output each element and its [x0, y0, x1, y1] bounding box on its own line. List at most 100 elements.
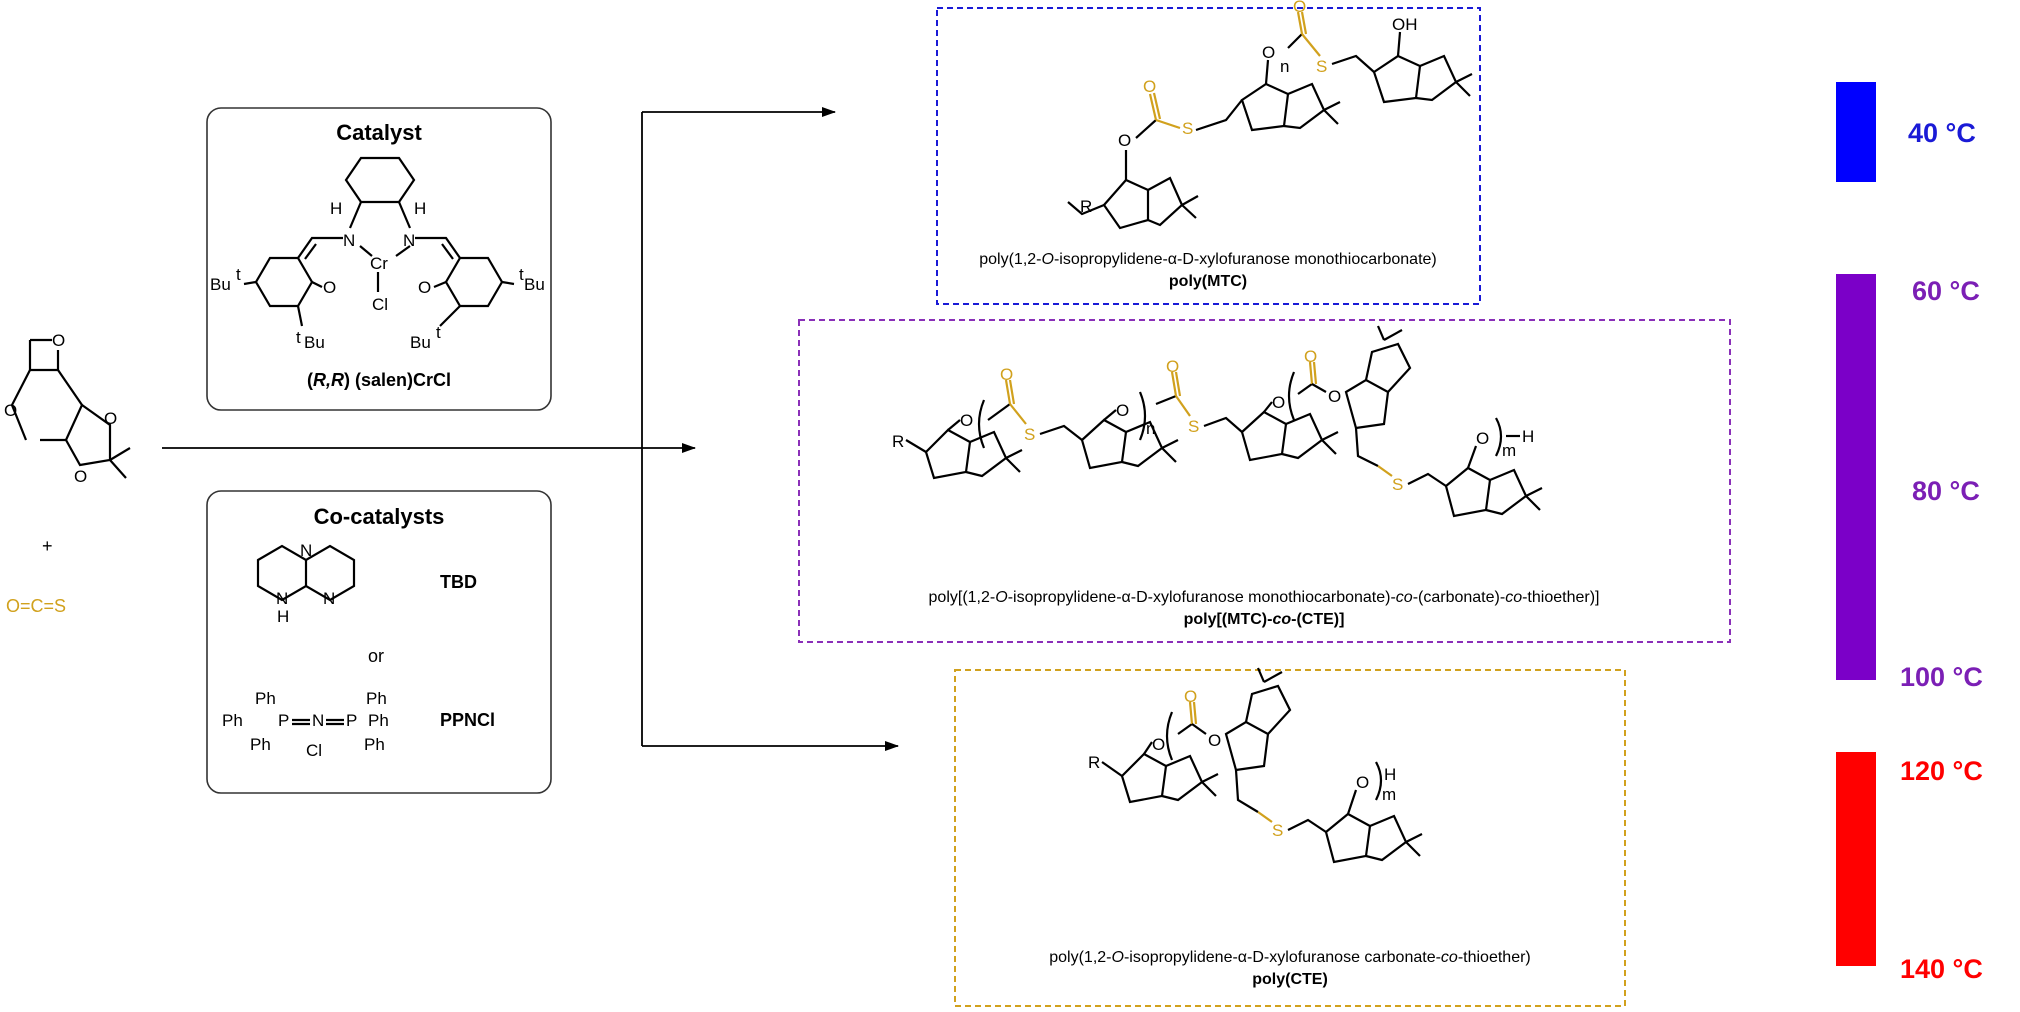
mtc-o2: O	[1262, 43, 1275, 62]
mtc-n: n	[1280, 57, 1289, 76]
temp-bar-120-140	[1836, 752, 1876, 966]
co-h: H	[1522, 427, 1534, 446]
co-n: n	[1146, 419, 1155, 438]
temp-bar-40	[1836, 82, 1876, 182]
ppn-ph-2: Ph	[222, 711, 243, 730]
co-o1: O	[960, 411, 973, 430]
co-co-o2: O	[1166, 357, 1179, 376]
mtc-co-cte-structure: R O O S O n O S O O	[892, 325, 1543, 518]
ppn-cl: Cl	[306, 741, 322, 760]
mtc-caption: poly(1,2-O-isopropylidene-α-D-xylofurano…	[979, 251, 1436, 268]
cte-caption: poly(1,2-O-isopropylidene-α-D-xylofurano…	[1049, 949, 1531, 966]
mtc-structure: R O O S O n O S OH	[1067, 0, 1473, 230]
cte-structure: R O O O S O m H	[1088, 667, 1423, 864]
ppn-ph-4: Ph	[366, 689, 387, 708]
cte-co-o: O	[1184, 687, 1197, 706]
tbu-4-right-t: t	[519, 265, 524, 284]
h-right: H	[414, 199, 426, 218]
ring-oxygen: O	[4, 401, 17, 420]
imine-n-left: N	[343, 231, 355, 250]
plus-sign: +	[42, 536, 53, 556]
acetonide-oxygen-2: O	[74, 467, 87, 486]
ppn-ph-5: Ph	[368, 711, 389, 730]
imine-n-right: N	[403, 231, 415, 250]
product-box-mtc	[936, 7, 1481, 305]
tbu-4-right: Bu	[524, 275, 545, 294]
ppn-ph-1: Ph	[255, 689, 276, 708]
tbu-4-left-t: t	[236, 265, 241, 284]
cte-short-name: poly(CTE)	[1252, 971, 1328, 988]
mtc-co-o1: O	[1143, 77, 1156, 96]
tbd-label: TBD	[440, 572, 477, 592]
temp-label-140: 140 °C	[1900, 954, 1983, 984]
tbu-6-right: Bu	[410, 333, 431, 352]
mtc-o1: O	[1118, 131, 1131, 150]
ppn-ph-3: Ph	[250, 735, 271, 754]
co-s3: S	[1392, 475, 1403, 494]
tbu-6-left-t: t	[296, 328, 301, 347]
tbu-6-right-t: t	[436, 323, 441, 342]
tbu-6-left: Bu	[304, 333, 325, 352]
starting-monomer: O O O O + O=C=S	[4, 331, 131, 616]
cte-h: H	[1384, 765, 1396, 784]
co-m: m	[1502, 441, 1516, 460]
co-o3: O	[1272, 393, 1285, 412]
co-co-o3: O	[1304, 347, 1317, 366]
co-s2: S	[1188, 417, 1199, 436]
mtc-oh: OH	[1392, 15, 1418, 34]
carbonyl-sulfide: O=C=S	[6, 596, 66, 616]
temp-label-60: 60 °C	[1912, 276, 1980, 306]
catalyst-label: (R,R) (salen)CrCl	[307, 370, 451, 390]
tbd-n-bridge: N	[300, 541, 312, 560]
ppncl-label: PPNCl	[440, 710, 495, 730]
mtc-co-cte-caption: poly[(1,2-O-isopropylidene-α-D-xylofuran…	[929, 589, 1600, 606]
catalyst-box	[206, 107, 552, 411]
temperature-scale: 40 °C 60 °C 80 °C 100 °C 120 °C 140 °C	[1836, 82, 1983, 984]
mtc-s1: S	[1182, 119, 1193, 138]
mtc-co-o2: O	[1293, 0, 1306, 16]
co-s1: S	[1024, 425, 1035, 444]
mtc-short-name: poly(MTC)	[1169, 273, 1247, 290]
reaction-arrows	[162, 107, 899, 751]
mtc-r: R	[1080, 197, 1092, 216]
chloride: Cl	[372, 295, 388, 314]
tbu-4-left: Bu	[210, 275, 231, 294]
temp-label-40: 40 °C	[1908, 118, 1976, 148]
product-box-cte	[954, 669, 1626, 1007]
phenoxide-o-left: O	[323, 278, 336, 297]
oxetane-oxygen: O	[52, 331, 65, 350]
ppn-p-1: P	[278, 711, 289, 730]
mtc-s2: S	[1316, 57, 1327, 76]
temp-label-80: 80 °C	[1912, 476, 1980, 506]
salen-cr-structure: H H N N Cr O Bu t t Bu O t Bu Bu t Cl	[210, 156, 545, 352]
cte-o3: O	[1356, 773, 1369, 792]
ppn-p-2: P	[346, 711, 357, 730]
co-co-o1: O	[1000, 365, 1013, 384]
ppn-n: N	[312, 711, 324, 730]
co-o5: O	[1476, 429, 1489, 448]
co-r: R	[892, 432, 904, 451]
or-text: or	[368, 646, 384, 666]
cte-m: m	[1382, 785, 1396, 804]
cte-o2: O	[1208, 731, 1221, 750]
cte-o1: O	[1152, 735, 1165, 754]
ppn-ph-6: Ph	[364, 735, 385, 754]
chromium: Cr	[370, 254, 388, 273]
cte-r: R	[1088, 753, 1100, 772]
catalyst-title: Catalyst	[336, 120, 422, 145]
tbd-h: H	[277, 607, 289, 626]
temp-label-120: 120 °C	[1900, 756, 1983, 786]
cocatalyst-title: Co-catalysts	[314, 504, 445, 529]
cte-s: S	[1272, 821, 1283, 840]
product-box-mtc-co-cte	[798, 319, 1731, 643]
ppncl-structure: Ph Ph Ph P N P Ph Ph Ph Cl	[222, 689, 389, 760]
co-o4: O	[1328, 387, 1341, 406]
phenoxide-o-right: O	[418, 278, 431, 297]
co-o2: O	[1116, 401, 1129, 420]
h-left: H	[330, 199, 342, 218]
tbd-nh: N	[276, 589, 288, 608]
acetonide-oxygen-1: O	[104, 409, 117, 428]
temp-label-100: 100 °C	[1900, 662, 1983, 692]
tbd-n-imine: N	[323, 589, 335, 608]
